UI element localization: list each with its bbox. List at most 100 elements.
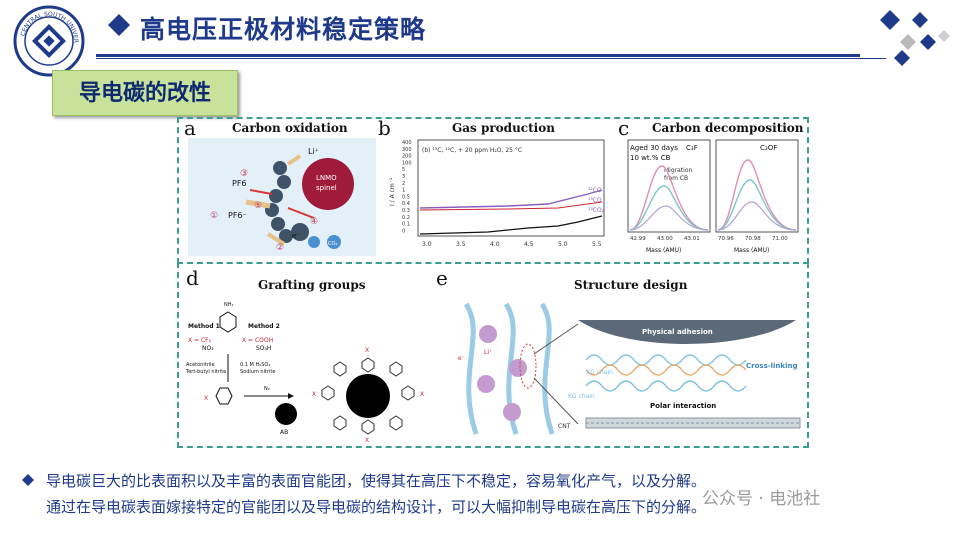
- decomp-xtick-left: 43.00: [657, 236, 673, 242]
- nh2-label: NH₂: [224, 302, 234, 308]
- co2-label: CO₂: [328, 241, 337, 247]
- kg-chain-label: KG chain: [568, 393, 595, 400]
- reagent-1-line1: Acetonitrile: [186, 362, 215, 368]
- panel-e-title: Structure design: [574, 278, 688, 292]
- step-5-label: ⑤: [254, 201, 262, 211]
- n2-label: N₂: [264, 386, 270, 392]
- struct-electron-label: e⁻: [458, 355, 465, 362]
- gas-ytick: 0.2: [402, 215, 410, 221]
- gas-ytick: 1: [402, 188, 405, 194]
- panel-a-title: Carbon oxidation: [232, 121, 348, 135]
- crosslinking-label: Cross-linking: [746, 362, 797, 370]
- x-mark-4: X: [420, 391, 424, 398]
- migration-label-2: from CB: [664, 175, 688, 182]
- gas-ytick: 200: [402, 154, 412, 160]
- lnmo-label: LNMO: [316, 174, 337, 182]
- panel-c-title: Carbon decomposition: [652, 121, 804, 135]
- title-divider-thin: [96, 58, 886, 59]
- gas-ytick: 0: [402, 228, 405, 234]
- gas-ytick: 0.5: [402, 194, 410, 200]
- step-1-label: ①: [210, 211, 218, 221]
- step-2-label: ②: [276, 243, 284, 253]
- bullet-text-2: 通过在导电碳表面嫁接特定的官能团以及导电碳的结构设计，可以大幅抑制导电碳在高压下…: [46, 498, 707, 516]
- cnt-label: CNT: [558, 423, 571, 430]
- decomp-xtick-left: 42.99: [630, 236, 646, 242]
- panel-a-illustration: LNMO spinel CO₂ Li⁺ PF6 PF6⁻ e⁻ ① ② ③ ④ …: [188, 138, 376, 256]
- electron-label: e⁻: [292, 232, 300, 240]
- bullet-text-1: 导电碳巨大的比表面积以及丰富的表面官能团，使得其在高压下不稳定，容易氧化产气，以…: [46, 472, 707, 490]
- gas-xtick: 3.0: [422, 241, 432, 248]
- panel-c-letter: c: [618, 116, 630, 140]
- reagent-1-line2: Tert-butyl nitrite: [185, 369, 226, 375]
- peak-left-label: C₃F: [686, 144, 698, 152]
- bullet-diamond-icon: [22, 474, 34, 486]
- panel-d-letter: d: [186, 266, 199, 290]
- x-mark-1: X: [204, 395, 208, 402]
- polar-interaction-label: Polar interaction: [650, 402, 716, 410]
- panel-d-title: Grafting groups: [258, 278, 366, 292]
- reagent-2-line2: Sodium nitrite: [240, 369, 275, 375]
- x-group-right-1: X = COOH: [242, 337, 273, 344]
- gas-ytick: 5: [402, 167, 405, 173]
- panel-d-scheme: Method 1 Method 2 NH₂ X = CF₃ NO₂ X = CO…: [185, 302, 424, 444]
- xg-chain-label: XG chain: [586, 369, 613, 376]
- decomp-xtick-right: 71.00: [772, 236, 788, 242]
- page-title: 高电压正极材料稳定策略: [140, 15, 427, 44]
- reagent-2-line1: 0.1 M H₂SO₄: [240, 362, 270, 368]
- title-diamond-icon: [108, 14, 130, 36]
- gas-xticks: 3.0 3.5 4.0 4.5 5.0 5.5: [422, 241, 602, 248]
- panel-c-chart: Aged 30 days 10 wt.% CB C₃F C₃OF Migrati…: [627, 139, 799, 254]
- method-2-label: Method 2: [248, 323, 280, 330]
- panel-b-title: Gas production: [452, 121, 555, 135]
- gas-xtick: 4.5: [524, 241, 534, 248]
- migration-label-1: Migration: [664, 167, 692, 174]
- struct-li-label: Li⁺: [484, 349, 492, 356]
- gas-ytick: 400: [402, 140, 412, 146]
- gas-ytick: 3: [402, 174, 405, 180]
- series-label-2: ¹³CO: [588, 197, 602, 204]
- panel-b-chart: (b) ¹³C, ¹²C, + 20 ppm H₂O, 25 °C I / A …: [389, 139, 605, 248]
- pf6-top-label: PF6: [232, 179, 247, 188]
- ab-label: AB: [280, 429, 288, 436]
- panel-e-illustration: Li⁺ e⁻ CNT Physical adhesion XG chain KG…: [446, 294, 802, 444]
- gas-xtick: 4.0: [490, 241, 500, 248]
- x-mark-3: X: [312, 391, 316, 398]
- peak-right-label: C₃OF: [760, 144, 777, 152]
- decomp-xlabel-right: Mass (AMU): [734, 247, 769, 254]
- gas-ytick: 0.3: [402, 208, 410, 214]
- x-group-left-2: NO₂: [202, 345, 214, 352]
- decomp-xlabel-left: Mass (AMU): [646, 247, 681, 254]
- gas-legend: (b) ¹³C, ¹²C, + 20 ppm H₂O, 25 °C: [422, 147, 522, 154]
- x-group-left-1: X = CF₃: [188, 337, 212, 344]
- physical-adhesion-label: Physical adhesion: [642, 328, 713, 336]
- gas-xtick: 5.5: [592, 241, 602, 248]
- decomp-xtick-right: 70.96: [718, 236, 734, 242]
- spinel-label: spinel: [316, 184, 337, 192]
- series-label-1: ¹²CO: [588, 187, 602, 194]
- figure-box-bottom: [177, 262, 809, 448]
- watermark-text: 公众号 · 电池社: [702, 489, 821, 509]
- step-3-label: ③: [240, 169, 248, 179]
- x-mark-2: X: [365, 347, 369, 354]
- decomp-xtick-left: 43.01: [684, 236, 700, 242]
- gas-xtick: 5.0: [558, 241, 568, 248]
- panel-e-letter: e: [436, 266, 448, 290]
- aged-note: Aged 30 days: [630, 144, 678, 152]
- step-4-label: ④: [310, 217, 318, 227]
- cb-note: 10 wt.% CB: [630, 154, 671, 162]
- pf6-left-label: PF6⁻: [228, 211, 247, 220]
- gas-ylabel: I / A cm⁻¹: [389, 177, 396, 206]
- series-label-3: ¹³CO₂: [588, 207, 605, 214]
- title-divider: [96, 54, 860, 57]
- gas-ytick: 0.4: [402, 201, 410, 207]
- x-mark-5: X: [365, 437, 369, 444]
- university-logo: CENTRAL SOUTH UNIVERSITY: [12, 4, 85, 77]
- li-label: Li⁺: [308, 147, 319, 156]
- gas-ytick: 0.1: [402, 222, 410, 228]
- panel-a-letter: a: [184, 116, 196, 140]
- method-1-label: Method 1: [188, 323, 220, 330]
- decorative-diamonds-icon: [880, 10, 950, 66]
- gas-xtick: 3.5: [456, 241, 466, 248]
